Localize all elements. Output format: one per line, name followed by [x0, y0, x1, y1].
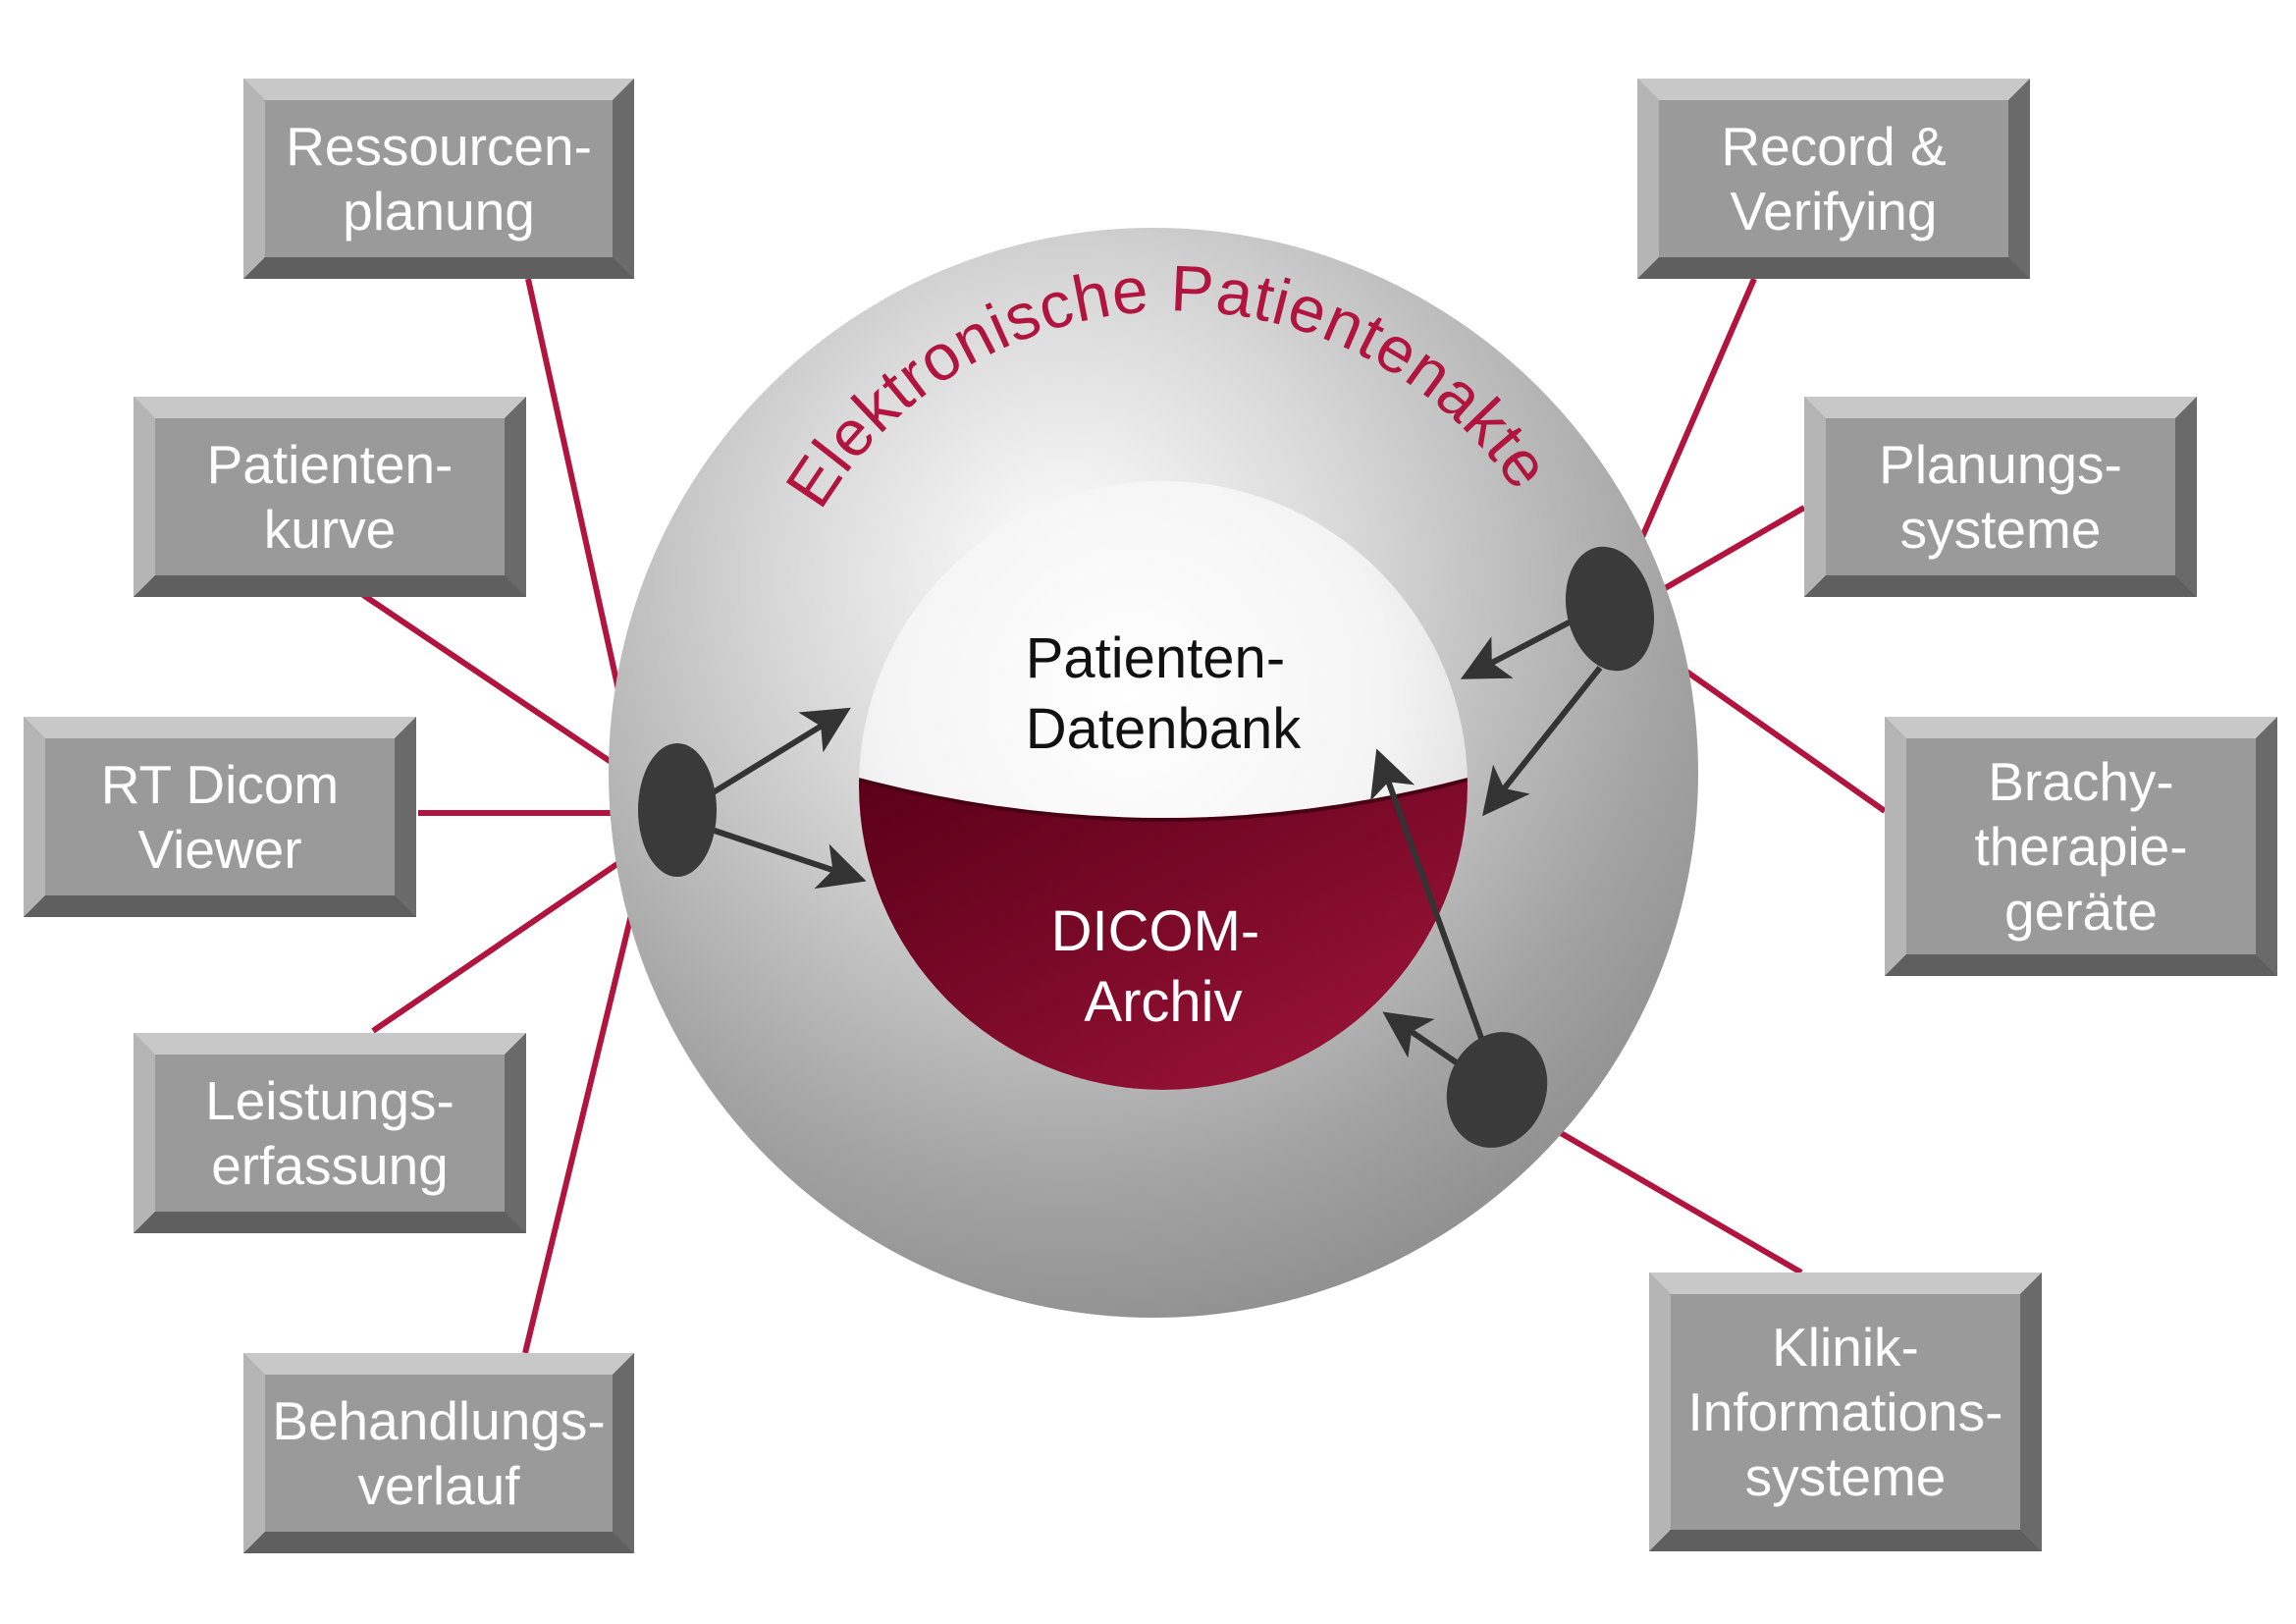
box-patientenkurve-label: Patienten-kurve — [207, 434, 454, 560]
arrow-left-to-datenbank — [710, 707, 851, 796]
box-patientenkurve: Patienten-kurve — [133, 397, 526, 597]
box-label-line: Patienten- — [207, 434, 454, 495]
box-record-verifying: Record &Verifying — [1637, 79, 2030, 279]
box-ressourcenplanung-label: Ressourcen-planung — [286, 116, 592, 242]
arrow-bottom-to-archiv — [1382, 1011, 1469, 1073]
box-label-line: Behandlungs- — [272, 1390, 605, 1451]
inner-sphere-bottom — [859, 776, 1468, 1090]
box-brachytherapiegeraete-label: Brachy-therapie-geräte — [1974, 751, 2187, 942]
hub-bottom — [1446, 1032, 1548, 1148]
box-label-line: Verifying — [1731, 181, 1938, 242]
box-label-line: systeme — [1900, 499, 2102, 560]
box-ressourcenplanung: Ressourcen-planung — [243, 79, 634, 279]
arrow-bottom-to-datenbank — [1370, 748, 1485, 1043]
box-label-line: Informations- — [1688, 1381, 2003, 1442]
box-klinik-informationssysteme: Klinik-Informations-systeme — [1649, 1272, 2042, 1551]
box-label-line: Brachy- — [1988, 751, 2174, 812]
box-planungssysteme-label: Planungs-systeme — [1879, 434, 2122, 560]
box-label-line: Leistungs- — [205, 1070, 454, 1131]
hub-left — [638, 743, 717, 877]
dicom-archiv-label: DICOM- Archiv — [1051, 899, 1276, 1034]
box-label-line: Klinik- — [1772, 1317, 1919, 1378]
box-klinik-informationssysteme-label: Klinik-Informations-systeme — [1688, 1317, 2003, 1507]
connector-patientenkurve — [361, 592, 648, 788]
inner-sphere — [859, 481, 1468, 1090]
patientendatenbank-label: Patienten- Datenbank — [1026, 626, 1303, 761]
box-label-line: verlauf — [357, 1455, 520, 1516]
arrow-left-to-archiv — [711, 827, 867, 890]
box-label-line: Ressourcen- — [286, 116, 592, 177]
box-behandlungsverlauf-label: Behandlungs-verlauf — [272, 1390, 605, 1516]
box-label-line: kurve — [264, 499, 397, 560]
connector-behandlungsverlauf — [522, 853, 649, 1354]
box-label-line: planung — [343, 181, 535, 242]
box-label-line: Record & — [1721, 116, 1946, 177]
box-label-line: systeme — [1745, 1446, 1947, 1507]
box-label-line: Planungs- — [1879, 434, 2122, 495]
box-label-line: therapie- — [1974, 816, 2187, 877]
box-behandlungsverlauf: Behandlungs-verlauf — [243, 1353, 634, 1553]
arrow-right-to-archiv — [1482, 666, 1603, 817]
box-label-line: Viewer — [137, 819, 301, 880]
box-leistungserfassung: Leistungs-erfassung — [133, 1033, 526, 1233]
box-planungssysteme: Planungs-systeme — [1804, 397, 2197, 597]
box-label-line: RT Dicom — [101, 754, 339, 815]
box-leistungserfassung-label: Leistungs-erfassung — [205, 1070, 454, 1196]
box-record-verifying-label: Record &Verifying — [1721, 116, 1946, 242]
box-label-line: erfassung — [211, 1135, 449, 1196]
connector-leistungserfassung — [371, 841, 648, 1034]
box-label-line: geräte — [2004, 881, 2158, 942]
box-brachytherapiegeraete: Brachy-therapie-geräte — [1885, 717, 2277, 976]
hub-right — [1565, 546, 1655, 672]
